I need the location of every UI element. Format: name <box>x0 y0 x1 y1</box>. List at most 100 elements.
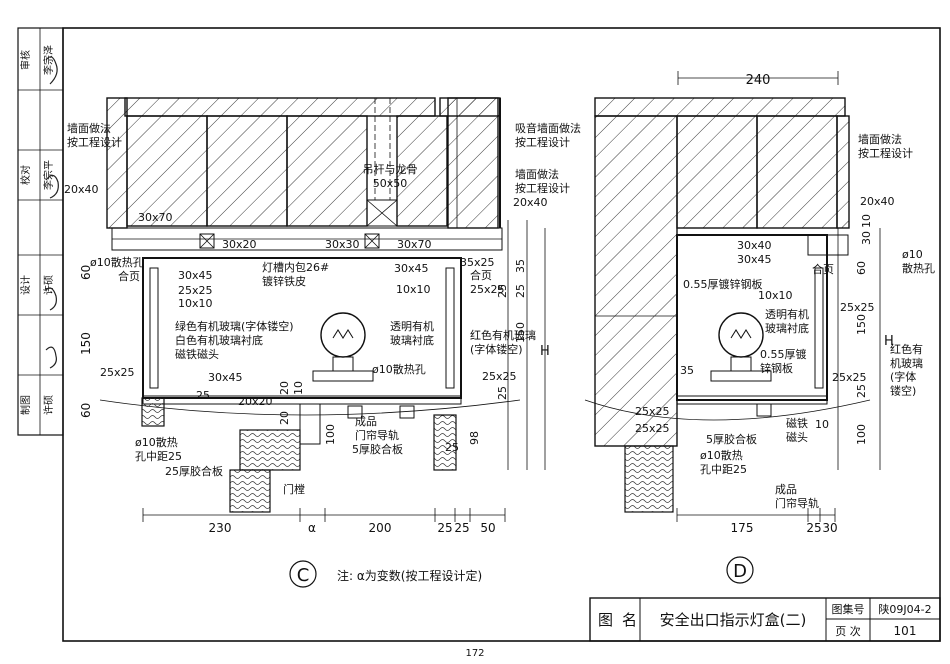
label-d-wall-finish: 墙面做法按工程设计 <box>858 132 913 160</box>
label-wall-finish-2: 墙面做法按工程设计 <box>515 167 570 195</box>
section-arc <box>99 399 521 416</box>
label-line: 散热孔 <box>902 261 935 275</box>
sign-name-2: 许硕 <box>43 275 55 295</box>
dim-c: 25x25 <box>482 370 517 383</box>
dim-c: 10 <box>292 381 305 395</box>
dim-c: 25x25 <box>100 366 135 379</box>
dim-d: 10 <box>815 418 829 431</box>
detail-d: 240 D <box>584 71 881 584</box>
label-d-red-glass: 红色有机玻璃(字体镂空) <box>890 342 923 397</box>
bottom-dim-c: 200 <box>369 521 392 535</box>
dim-c: 30x70 <box>397 238 432 251</box>
concrete-block <box>206 115 288 227</box>
detail-marker-c-label: C <box>297 565 310 586</box>
label-line: 透明有机 <box>390 319 434 333</box>
dim-d: 100 <box>855 424 868 445</box>
plywood-25 <box>299 403 321 445</box>
concrete-block-d <box>676 115 758 229</box>
dim-d: 35 <box>680 364 694 377</box>
dim-c: 30x45 <box>178 269 213 282</box>
dim-d: H <box>884 334 894 349</box>
lamp-bulb-d <box>718 312 764 358</box>
door-frame-wood <box>229 469 271 513</box>
title-block: 图 名 安全出口指示灯盒(二) 图集号 陕09J04-2 页 次 101 <box>589 597 941 642</box>
label-line: 吸音墙面做法 <box>515 121 581 135</box>
red-glass-panel <box>445 267 455 389</box>
dim-c: 25 <box>514 284 527 298</box>
bottom-dim-d: 175 <box>731 521 754 535</box>
concrete-block <box>286 115 368 227</box>
dim-c: 10x10 <box>178 297 213 310</box>
label-line: 孔中距25 <box>700 463 747 476</box>
keel-section <box>199 233 215 249</box>
lamp-bulb <box>320 312 366 358</box>
label-d-product: 成品门帘导轨 <box>775 483 819 510</box>
label-line: 机玻璃 <box>890 356 923 370</box>
label-product: 成品门帘导轨 <box>355 415 399 442</box>
sign-role-0: 审核 <box>19 50 32 70</box>
dim-d: 20x40 <box>860 195 895 208</box>
sign-name-3: 许硕 <box>43 395 55 415</box>
label-line: 磁铁 <box>786 417 808 430</box>
label-d-magnet: 磁铁磁头 <box>786 417 808 444</box>
dim-c: 25x25 <box>178 284 213 297</box>
label-vent-spacing: ø10散热孔中距25 <box>135 435 182 463</box>
label-vent-left: ø10散热孔 <box>90 255 144 269</box>
label-line: 按工程设计 <box>515 181 570 195</box>
dim-c: 60 <box>79 265 93 280</box>
red-glass-panel-d <box>814 267 824 389</box>
detail-c-note: 注: α为变数(按工程设计定) <box>337 568 482 583</box>
lamp-base <box>312 370 374 382</box>
label-line: 吊杆与龙骨 <box>363 162 418 176</box>
dim-c: 30x20 <box>222 238 257 251</box>
rail-section-d <box>756 403 772 417</box>
dim-c: 30x45 <box>394 262 429 275</box>
dim-d: 30x40 <box>737 239 772 252</box>
dim-c: 25 <box>196 389 210 402</box>
label-d-clear-glass: 透明有机玻璃衬底 <box>765 307 809 335</box>
label-d-steel-2: 0.55厚镀锌钢板 <box>760 347 807 375</box>
dim-c: 30x45 <box>208 371 243 384</box>
wood-block <box>141 397 165 427</box>
dim-c: 60 <box>79 403 93 418</box>
dim-c: 20 <box>278 411 291 425</box>
dim-c: H <box>540 344 550 359</box>
bottom-plate-d <box>676 395 828 405</box>
label-line: 磁头 <box>786 431 808 444</box>
dim-c: 10x10 <box>396 283 431 296</box>
label-line: 50x50 <box>373 177 408 190</box>
ceiling-slab-d <box>594 97 846 117</box>
ceiling-slab <box>124 97 436 117</box>
dim-d: 25x25 <box>635 422 670 435</box>
label-acoustic-wall: 吸音墙面做法按工程设计 <box>515 121 581 149</box>
label-line: ø10 <box>902 248 923 261</box>
label-line: (字体 <box>890 370 916 384</box>
label-d-steel: 0.55厚镀锌钢板 <box>683 277 763 291</box>
bottom-dim-d: 30 <box>822 521 837 535</box>
signature-mark <box>45 287 57 311</box>
label-line: 红色有机玻璃 <box>470 328 536 342</box>
label-line: 成品 <box>355 415 377 428</box>
label-green-glass: 绿色有机玻璃(字体镂空) <box>175 319 294 333</box>
dim-c: 20 <box>278 381 291 395</box>
label-line: 红色有 <box>890 342 923 356</box>
detail-marker-d-label: D <box>733 561 747 582</box>
dim-d: 10 <box>860 214 873 228</box>
dim-c: 150 <box>514 322 527 343</box>
detail-d-dims: 20x40 30x40 30x45 10x10 25x25 25x25 35 2… <box>635 195 895 445</box>
label-line: ø10散热 <box>700 448 743 462</box>
sign-role-3: 制图 <box>19 395 32 415</box>
dim-c: 30x70 <box>138 211 173 224</box>
dim-d: 150 <box>855 314 868 335</box>
dim-c: 25 <box>445 441 459 454</box>
sign-role-2: 设计 <box>19 275 32 295</box>
sign-name-0: 李宗泽 <box>42 45 55 75</box>
label-line: (字体镂空) <box>470 342 523 356</box>
detail-marker-d <box>726 556 754 584</box>
concrete-block-d <box>756 115 838 229</box>
page-number-cell: 101 <box>894 624 917 638</box>
dim-d: 30 <box>860 231 873 245</box>
wall-d <box>594 115 678 447</box>
